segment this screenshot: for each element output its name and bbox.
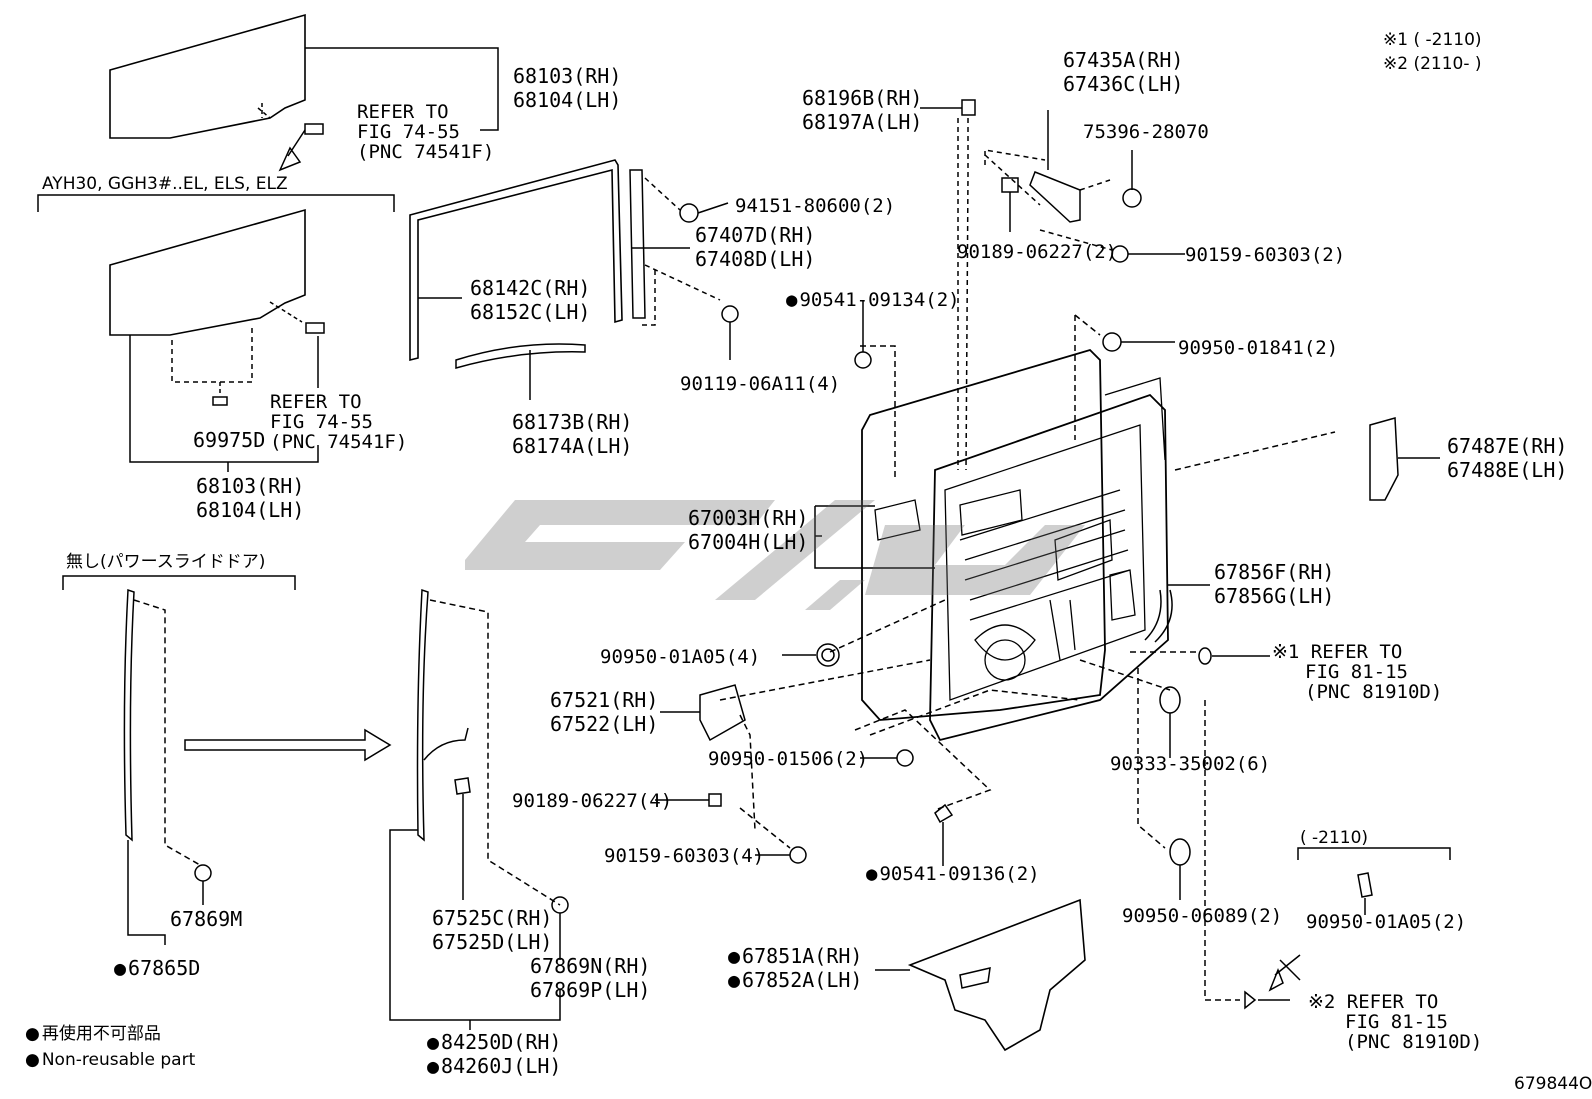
label-68152c[interactable]: 68152C(LH) xyxy=(470,300,591,324)
label-67003h[interactable]: 67003H(RH) xyxy=(688,506,809,530)
label-84260j[interactable]: 84260J(LH) xyxy=(427,1054,561,1078)
label-67488e[interactable]: 67488E(LH) xyxy=(1447,458,1568,482)
door-panel-drawing xyxy=(861,348,1169,742)
upper-hardware-drawing xyxy=(920,99,1185,471)
label-90950-01a05-mid[interactable]: 90950-01A05(4) xyxy=(600,646,761,668)
door-glass-top-drawing xyxy=(109,13,499,172)
label-68142c[interactable]: 68142C(RH) xyxy=(470,276,591,300)
watermark-logo xyxy=(465,500,1085,610)
note-2: ※2 (2110- ) xyxy=(1383,54,1482,74)
label-68173b[interactable]: 68173B(RH) xyxy=(512,410,633,434)
label-67407d[interactable]: 67407D(RH) xyxy=(695,223,816,247)
ref-81-a-line2: FIG 81-15 xyxy=(1305,661,1408,683)
label-90189-bot[interactable]: 90189-06227(4) xyxy=(512,790,673,812)
ref-mid-line2: FIG 74-55 xyxy=(270,411,373,433)
label-90159-bot[interactable]: 90159-60303(4) xyxy=(604,845,765,867)
label-94151[interactable]: 94151-80600(2) xyxy=(735,195,896,217)
label-90950-06089[interactable]: 90950-06089(2) xyxy=(1122,905,1283,927)
legend-non-reusable-ja: 再使用不可部品 xyxy=(25,1022,161,1046)
label-67487e[interactable]: 67487E(RH) xyxy=(1447,434,1568,458)
label-84250d[interactable]: 84250D(RH) xyxy=(427,1030,561,1054)
label-68103-mid[interactable]: 68103(RH) xyxy=(196,474,305,498)
label-67851a[interactable]: 67851A(RH) xyxy=(728,944,862,968)
label-68174a[interactable]: 68174A(LH) xyxy=(512,434,633,458)
group-no-power-slide: 無し(パワースライドドア) xyxy=(66,552,266,572)
label-67856g[interactable]: 67856G(LH) xyxy=(1214,584,1335,608)
diagram-id: 679844O xyxy=(1514,1074,1592,1094)
label-67435a[interactable]: 67435A(RH) xyxy=(1063,48,1184,72)
label-67869m[interactable]: 67869M xyxy=(170,907,243,931)
bracket-ayh30 xyxy=(37,194,395,212)
window-run-drawing xyxy=(409,159,739,400)
label-75396[interactable]: 75396-28070 xyxy=(1083,121,1209,143)
label-67865d[interactable]: 67865D xyxy=(114,956,200,980)
label-68104-top[interactable]: 68104(LH) xyxy=(513,88,622,112)
ref-top-line3: (PNC 74541F) xyxy=(357,141,495,163)
weatherstrip-left-drawing xyxy=(62,575,392,945)
bracket-2110 xyxy=(1297,847,1451,860)
label-68104-mid[interactable]: 68104(LH) xyxy=(196,498,305,522)
label-90541-09136[interactable]: 90541-09136(2) xyxy=(866,862,1039,886)
label-67436c[interactable]: 67436C(LH) xyxy=(1063,72,1184,96)
ref-81-b-line1: ※2 REFER TO xyxy=(1308,991,1439,1013)
label-90159-top[interactable]: 90159-60303(2) xyxy=(1185,244,1346,266)
ref-81-b-line2: FIG 81-15 xyxy=(1345,1011,1448,1033)
legend-non-reusable-en: Non-reusable part xyxy=(25,1048,195,1072)
label-67856f[interactable]: 67856F(RH) xyxy=(1214,560,1335,584)
ref-mid-line1: REFER TO xyxy=(270,391,362,413)
label-67852a[interactable]: 67852A(LH) xyxy=(728,968,862,992)
hole-cover-drawing xyxy=(875,898,1086,1052)
ref-81-b-line3: (PNC 81910D) xyxy=(1345,1031,1483,1053)
ref-top-line2: FIG 74-55 xyxy=(357,121,460,143)
label-90950-01506[interactable]: 90950-01506(2) xyxy=(708,748,869,770)
label-67004h[interactable]: 67004H(LH) xyxy=(688,530,809,554)
label-68103-top[interactable]: 68103(RH) xyxy=(513,64,622,88)
group-ayh30: AYH30, GGH3#..EL, ELS, ELZ xyxy=(42,174,288,194)
label-90541-09134[interactable]: 90541-09134(2) xyxy=(786,288,959,312)
label-68196b[interactable]: 68196B(RH) xyxy=(802,86,923,110)
label-90333[interactable]: 90333-35002(6) xyxy=(1110,753,1271,775)
ref-top-line1: REFER TO xyxy=(357,101,449,123)
label-67522[interactable]: 67522(LH) xyxy=(550,712,659,736)
grommet-bottom-right xyxy=(1268,872,1373,992)
group-range-2110: ( -2110) xyxy=(1300,828,1369,848)
label-67869p[interactable]: 67869P(LH) xyxy=(530,978,651,1002)
label-67521[interactable]: 67521(RH) xyxy=(550,688,659,712)
ref-81-a-line3: (PNC 81910D) xyxy=(1305,681,1443,703)
panel-leader-lines xyxy=(655,300,1440,1010)
label-67525c[interactable]: 67525C(RH) xyxy=(432,906,553,930)
label-90189-top[interactable]: 90189-06227(2) xyxy=(957,241,1118,263)
label-90950-01a05-bot[interactable]: 90950-01A05(2) xyxy=(1306,911,1467,933)
leader-67003h xyxy=(814,505,935,569)
label-90950-01841[interactable]: 90950-01841(2) xyxy=(1178,337,1339,359)
door-glass-mid-drawing xyxy=(109,208,325,472)
label-67869n[interactable]: 67869N(RH) xyxy=(530,954,651,978)
note-1: ※1 ( -2110) xyxy=(1383,30,1482,50)
label-68197a[interactable]: 68197A(LH) xyxy=(802,110,923,134)
label-67525d[interactable]: 67525D(LH) xyxy=(432,930,553,954)
label-67408d[interactable]: 67408D(LH) xyxy=(695,247,816,271)
label-69975d[interactable]: 69975D xyxy=(193,428,266,452)
weatherstrip-right-drawing xyxy=(389,588,569,1030)
ref-81-a-line1: ※1 REFER TO xyxy=(1272,641,1403,663)
label-90119[interactable]: 90119-06A11(4) xyxy=(680,373,841,395)
ref-mid-line3: (PNC 74541F) xyxy=(270,431,408,453)
